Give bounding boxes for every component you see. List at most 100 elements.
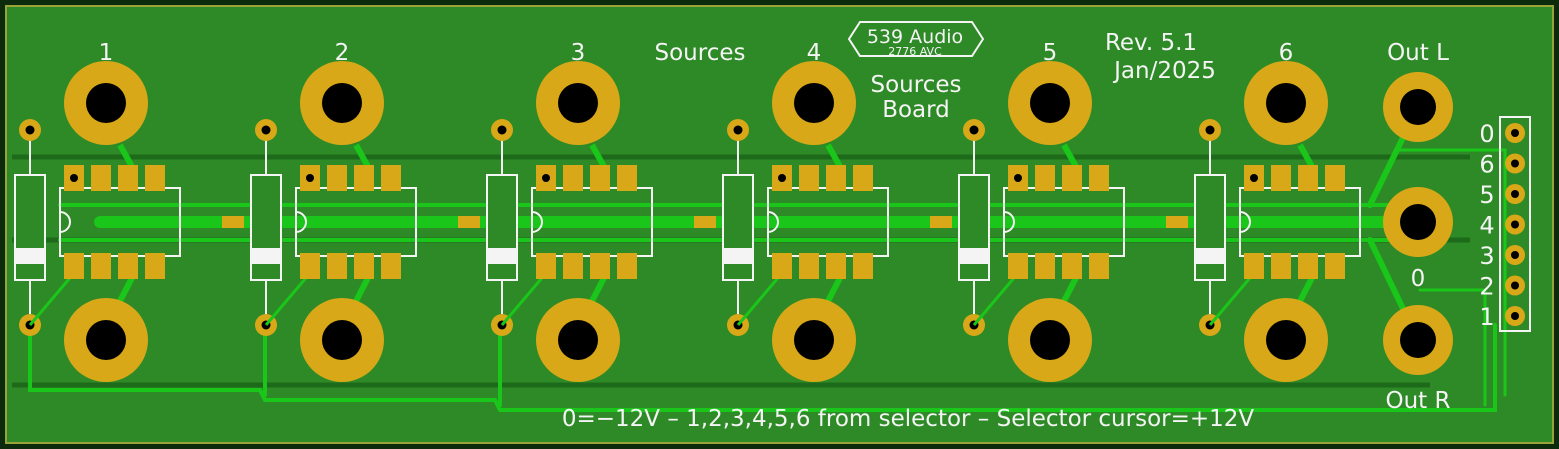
header-pin-hole: [1511, 251, 1519, 259]
resistor-band: [15, 248, 45, 264]
bridge-pad: [930, 216, 952, 228]
out-right-pad[interactable]: [1383, 305, 1453, 375]
resistor-body: [486, 174, 518, 281]
source-label: 3: [571, 40, 586, 66]
logo-bottom-text: 2776 AVC: [888, 45, 942, 58]
out-common-label: 0: [1411, 266, 1426, 292]
resistor-band: [251, 248, 281, 264]
ic-pad-top: [327, 165, 347, 191]
header-pin-hole: [1511, 159, 1519, 168]
out-right-label: Out R: [1386, 388, 1451, 414]
ic-pad-bottom: [145, 253, 165, 279]
header-pin-label: 1: [1479, 303, 1494, 331]
ic-pin1-dot: [306, 174, 314, 182]
source-hole-bottom: [1266, 320, 1306, 360]
resistor-body: [250, 174, 282, 281]
source-module-5: 5: [958, 40, 1188, 382]
source-hole-bottom: [322, 320, 362, 360]
ic-pad-bottom: [1008, 253, 1028, 279]
resistor-body: [1194, 174, 1226, 281]
ic-pad-top: [118, 165, 138, 191]
resistor-hole-top: [969, 125, 979, 135]
header-pin-label: 2: [1479, 273, 1494, 301]
source-label: 5: [1043, 40, 1058, 66]
ic-pad-bottom: [118, 253, 138, 279]
out-left-pad[interactable]: [1383, 72, 1453, 142]
ic-pad-top: [1271, 165, 1291, 191]
bridge-pad: [222, 216, 244, 228]
resistor-band: [723, 248, 753, 264]
header-pin-hole: [1511, 190, 1519, 198]
resistor-trace: [28, 271, 77, 326]
silkscreen: Sources 539 Audio 2776 AVC Sources Board…: [562, 21, 1451, 432]
resistor-band: [487, 248, 517, 264]
ic-notch: [531, 211, 543, 233]
header-pin-label: 4: [1479, 212, 1494, 240]
resistor-trace: [264, 271, 313, 326]
resistor-trace: [736, 271, 785, 326]
header-pin-hole: [1511, 281, 1519, 290]
header-pin-hole: [1511, 129, 1519, 137]
source-hole-top: [1030, 83, 1070, 123]
source-label: 4: [807, 40, 822, 66]
resistor-hole-top: [1205, 125, 1215, 135]
resistor-hole-top: [25, 125, 35, 135]
ic-pad-bottom: [354, 253, 374, 279]
source-module-2: 2: [250, 40, 480, 382]
header-pin-label: 6: [1479, 151, 1494, 179]
revision: Rev. 5.1: [1105, 30, 1197, 56]
ic-pad-bottom: [64, 253, 84, 279]
ic-pad-top: [1298, 165, 1318, 191]
ic-pad-bottom: [91, 253, 111, 279]
resistor-body: [14, 174, 46, 281]
source-hole-bottom: [86, 320, 126, 360]
resistor-trace: [972, 271, 1021, 326]
ic-pad-top: [826, 165, 846, 191]
ic-pad-bottom: [1271, 253, 1291, 279]
ic-pin1-dot: [778, 174, 786, 182]
ic-pad-bottom: [1244, 253, 1264, 279]
ic-pad-top: [563, 165, 583, 191]
ic-pad-top: [1089, 165, 1109, 191]
resistor-band: [959, 248, 989, 264]
resistor-hole-top: [497, 125, 507, 135]
source-hole-bottom: [558, 320, 598, 360]
ic-pad-bottom: [853, 253, 873, 279]
header-pin-hole: [1511, 220, 1519, 229]
logo-top-text: 539 Audio: [867, 26, 963, 48]
ic-pad-bottom: [563, 253, 583, 279]
bridge-pad: [1166, 216, 1188, 228]
ic-pad-top: [799, 165, 819, 191]
ic-pad-top: [1035, 165, 1055, 191]
ic-pin1-dot: [1014, 174, 1022, 182]
ic-pad-top: [91, 165, 111, 191]
ic-notch: [1239, 211, 1251, 233]
ic-pad-bottom: [1062, 253, 1082, 279]
source-hole-top: [86, 83, 126, 123]
ic-pin1-dot: [542, 174, 550, 182]
resistor-trace: [1208, 271, 1257, 326]
out-common-pad[interactable]: [1383, 187, 1453, 257]
sources-title: Sources: [655, 40, 746, 66]
header-pin-label: 3: [1479, 242, 1494, 270]
ic-pad-bottom: [300, 253, 320, 279]
source-hole-top: [558, 83, 598, 123]
source-module-6: 6: [1194, 40, 1424, 382]
footer-note: 0=−12V – 1,2,3,4,5,6 from selector – Sel…: [562, 406, 1255, 432]
ic-pad-bottom: [1089, 253, 1109, 279]
ic-pad-bottom: [327, 253, 347, 279]
ic-pad-top: [145, 165, 165, 191]
ic-pad-bottom: [590, 253, 610, 279]
resistor-trace: [500, 271, 549, 326]
ic-pad-top: [853, 165, 873, 191]
date: Jan/2025: [1112, 58, 1216, 84]
ic-pad-bottom: [1298, 253, 1318, 279]
bridge-pad: [458, 216, 480, 228]
source-hole-top: [1266, 83, 1306, 123]
header-pin-hole: [1511, 312, 1519, 320]
board-name-line2: Board: [882, 97, 950, 123]
